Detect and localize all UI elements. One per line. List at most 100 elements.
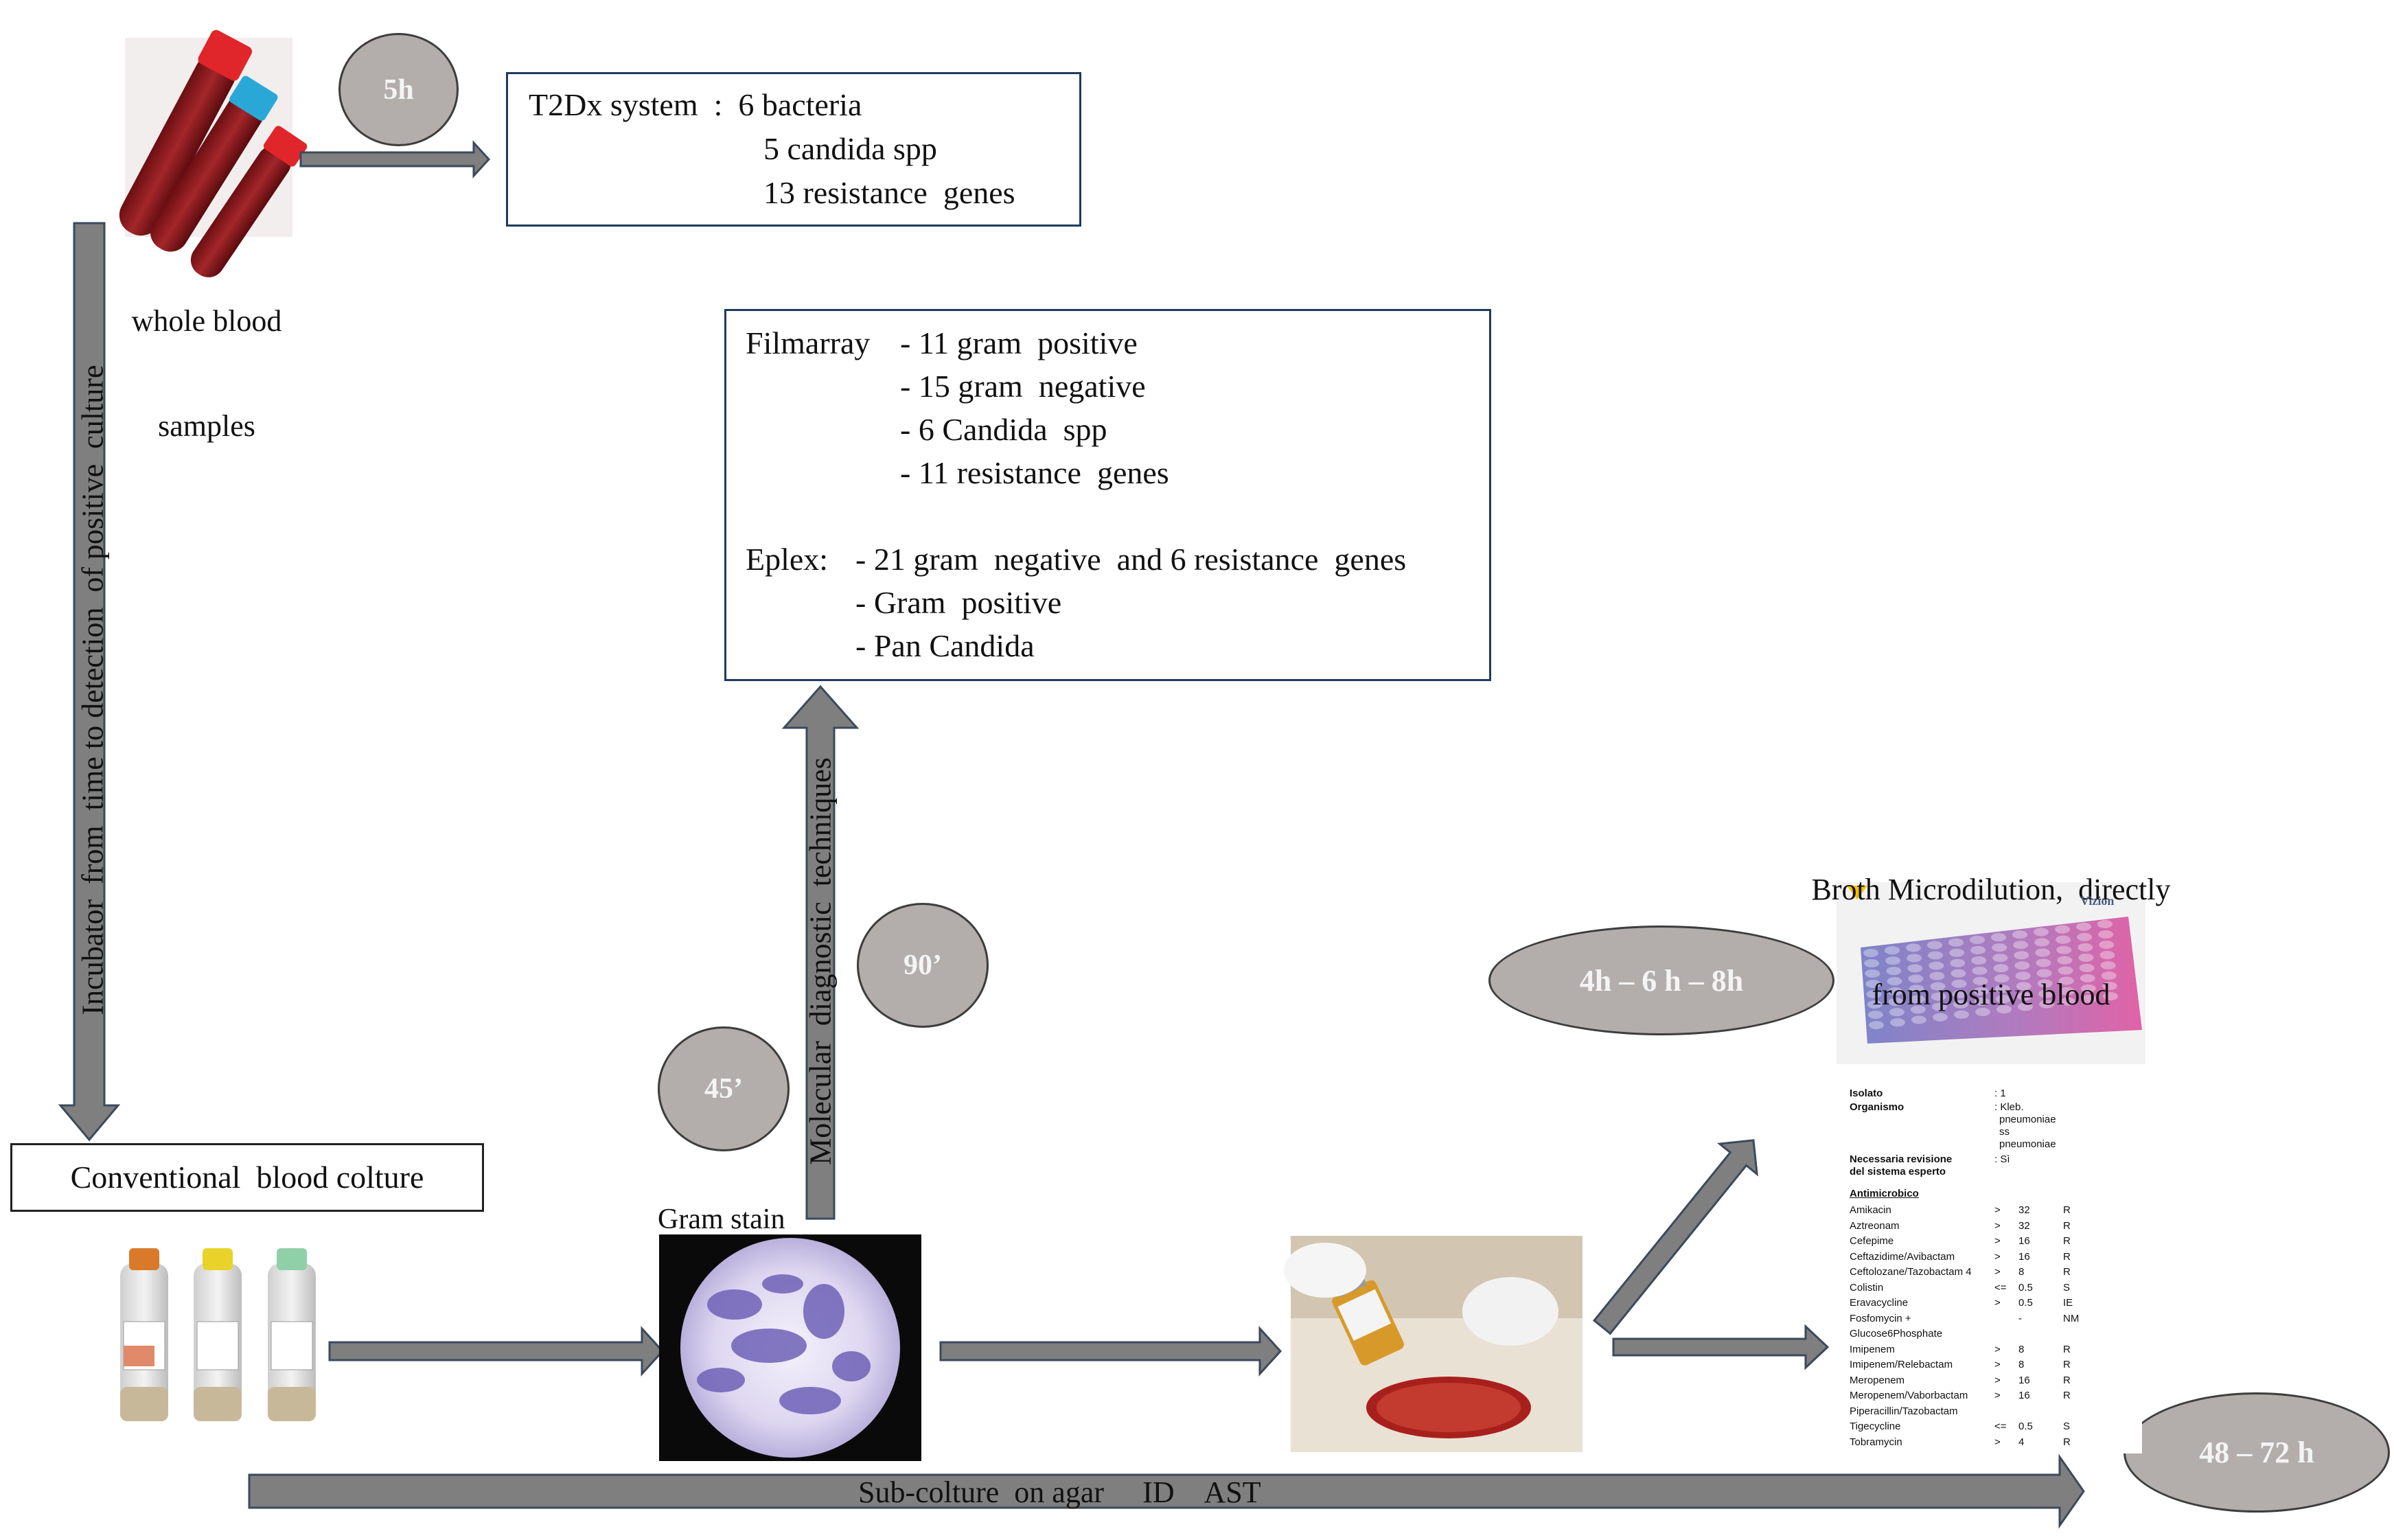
- plate-well: [2035, 948, 2051, 957]
- plate-well: [1909, 985, 1924, 993]
- plate-well: [1890, 1018, 1905, 1027]
- report-mic: 16: [2018, 1374, 2030, 1386]
- plate-well: [1930, 982, 1946, 991]
- molecular-techniques-label: Molecular diagnostic techniques: [803, 757, 838, 1165]
- plate-well: [2056, 935, 2071, 944]
- plate-well: [2082, 994, 2097, 1003]
- plate-well: [2038, 989, 2053, 998]
- time-90-badge: 90’: [857, 903, 989, 1028]
- plate-well: [2060, 997, 2075, 1006]
- plate-well: [2034, 928, 2049, 936]
- t2dx-line1: T2Dx system : 6 bacteria: [529, 87, 862, 122]
- filmarray-item: - 11 gram positive: [900, 325, 1138, 360]
- plate-well: [2058, 966, 2073, 975]
- incubator-label: Incubator from time to detection of posi…: [76, 365, 110, 1015]
- report-review-label: del sistema esperto: [1850, 1166, 1946, 1177]
- report-interpretation: NM: [2063, 1312, 2080, 1324]
- plate-well: [1929, 961, 1944, 970]
- plate-well: [1867, 1011, 1883, 1019]
- plate-well: [1992, 943, 2007, 952]
- report-drug: Tigecycline: [1850, 1421, 1901, 1432]
- report-interpretation: R: [2063, 1235, 2071, 1247]
- plate-well: [1886, 967, 1902, 976]
- report-mic: 0.5: [2018, 1281, 2033, 1294]
- broth-line1: Broth Microdilution, directly: [1811, 873, 2171, 906]
- report-review-label: Necessaria revisione: [1850, 1153, 1953, 1165]
- report-mic: 32: [2018, 1219, 2030, 1232]
- arrow-incubator-down: [58, 222, 121, 1142]
- plate-well: [1928, 951, 1944, 960]
- plate-well: [1885, 956, 1901, 965]
- plate-well: [2080, 974, 2095, 982]
- report-operator: >: [1994, 1297, 2001, 1309]
- plate-well: [2076, 922, 2091, 931]
- plate-well: [1931, 1002, 1947, 1011]
- report-operator: >: [1994, 1436, 2001, 1448]
- plate-well: [1994, 985, 2010, 993]
- time-5h-badge: 5h: [338, 33, 459, 146]
- gram-stain-image: [659, 1234, 921, 1461]
- plate-well: [2015, 972, 2031, 980]
- arrow-molecular-up: [781, 685, 860, 1220]
- plate-well: [1889, 1008, 1904, 1017]
- arrow-to-broth: [1592, 1139, 1759, 1335]
- time-48-72h-badge: 48 – 72 h: [2123, 1392, 2390, 1513]
- plate-well: [1907, 954, 1922, 963]
- plate-well: [1864, 959, 1880, 967]
- plate-well: [1887, 977, 1902, 986]
- plate-well: [1863, 949, 1878, 957]
- report-drug: Colistin: [1850, 1281, 1884, 1294]
- report-interpretation: R: [2063, 1359, 2071, 1370]
- plate-well: [2013, 941, 2029, 950]
- plate-well: [1865, 980, 1881, 988]
- blood-tubes-image: [119, 30, 308, 277]
- report-operator: >: [1994, 1235, 2001, 1247]
- filmarray-item: - 15 gram negative: [900, 369, 1146, 404]
- report-drug: Glucose6Phosphate: [1850, 1328, 1943, 1340]
- report-drug: Eravacycline: [1850, 1297, 1909, 1309]
- report-drug: Meropenem/Vaborbactam: [1850, 1390, 1968, 1401]
- report-drug: Aztreonam: [1850, 1219, 1900, 1232]
- plate-well: [1887, 987, 1903, 996]
- plate-well: [1869, 1021, 1884, 1029]
- plate-well: [1950, 958, 1966, 967]
- plate-well: [1970, 935, 1985, 944]
- report-operator: >: [1994, 1219, 2001, 1232]
- plate-well: [1991, 933, 2006, 942]
- plate-well: [1972, 966, 1988, 975]
- plate-well: [1911, 1015, 1926, 1024]
- report-interpretation: R: [2063, 1436, 2071, 1448]
- report-mic: 4: [2018, 1436, 2025, 1448]
- plate-well: [1908, 974, 1924, 983]
- plate-well: [1907, 964, 1923, 973]
- report-mic: -: [2018, 1312, 2022, 1324]
- report-organism-value: : Kleb.: [1994, 1101, 2024, 1113]
- plate-well: [2078, 943, 2093, 952]
- plate-well: [2016, 992, 2032, 1001]
- report-organism-value: pneumoniae: [1999, 1138, 2056, 1150]
- plate-well: [1973, 987, 1989, 996]
- report-interpretation: R: [2063, 1374, 2071, 1386]
- report-interpretation: S: [2063, 1421, 2071, 1432]
- plate-well: [1953, 1000, 1968, 1009]
- plate-well: [1995, 995, 2011, 1004]
- report-drug: Imipenem/Relebactam: [1850, 1359, 1953, 1370]
- report-interpretation: S: [2063, 1281, 2071, 1294]
- arrow-subculture: [248, 1453, 2085, 1529]
- gram-stain-label: Gram stain: [658, 1204, 785, 1235]
- plate-well: [1996, 1005, 2012, 1014]
- report-operator: >: [1994, 1250, 2001, 1263]
- report-interpretation: R: [2063, 1219, 2071, 1232]
- plate-well: [1974, 997, 1990, 1006]
- eplex-item: - Pan Candida: [855, 628, 1035, 663]
- plate-well: [2036, 969, 2052, 978]
- report-operator: >: [1994, 1374, 2001, 1386]
- report-mic: 8: [2018, 1359, 2025, 1370]
- plate-well: [2014, 961, 2030, 970]
- plate-well: [1909, 995, 1925, 1004]
- report-drug: Ceftazidime/Avibactam: [1850, 1250, 1955, 1263]
- eplex-item: - Gram positive: [855, 585, 1062, 620]
- report-isolate-value: : 1: [1994, 1088, 2006, 1099]
- report-drug: Imipenem: [1850, 1343, 1895, 1355]
